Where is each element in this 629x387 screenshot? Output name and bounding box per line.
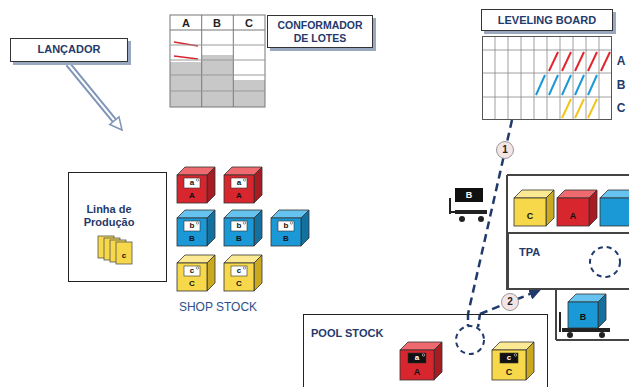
grid-line <box>534 36 535 120</box>
launcher-box: LANÇADOR <box>10 38 128 62</box>
kanban-slash <box>562 52 571 71</box>
grid-line <box>482 97 612 98</box>
kanban-slash <box>575 75 584 95</box>
container-box <box>224 210 262 246</box>
container-box <box>177 167 215 203</box>
container-box <box>568 294 606 328</box>
item-letter: A <box>236 192 242 200</box>
kanban-slash <box>549 75 558 95</box>
grid-line <box>482 73 612 74</box>
pool-stock-slot <box>456 314 484 354</box>
grid-line <box>560 36 561 120</box>
kanban-slash <box>575 99 584 118</box>
container-box <box>600 190 629 226</box>
production-line-box: Linha de Produção <box>68 172 167 282</box>
item-letter: B <box>213 18 221 29</box>
item-letter: c <box>122 252 126 260</box>
item-letter: C <box>617 102 626 114</box>
containers <box>177 167 629 380</box>
item-letter: B <box>466 191 473 200</box>
node-text: LANÇADOR <box>38 43 101 56</box>
flow-connector <box>480 290 540 314</box>
kanban-slash <box>562 99 571 118</box>
item-letter: c <box>237 267 241 275</box>
node-text: CONFORMADOR DE LOTES <box>275 19 365 44</box>
item-letter: B <box>580 313 587 322</box>
kanban-slash <box>588 75 597 95</box>
item-letter: a <box>237 179 241 187</box>
container-box <box>400 342 442 380</box>
item-letter: b <box>284 222 289 230</box>
item-letter: C <box>527 212 534 221</box>
area-label: SHOP STOCK <box>179 301 257 313</box>
grid-line <box>586 36 587 120</box>
item-letter: A <box>189 192 195 200</box>
grid-line <box>599 36 600 120</box>
item-letter: A <box>617 55 626 67</box>
item-letter: B <box>236 235 242 243</box>
callout-number: 2 <box>501 293 519 311</box>
container-box <box>492 342 534 380</box>
kanban-slash <box>562 75 571 95</box>
item-letter: A <box>570 212 577 221</box>
node-text: TPA <box>519 246 629 259</box>
grid-line <box>573 36 574 120</box>
node-text: LEVELING BOARD <box>481 9 613 31</box>
callout-number: 1 <box>496 141 514 159</box>
grid-line <box>547 36 548 120</box>
item-letter: C <box>506 368 513 377</box>
item-letter: a <box>415 354 419 362</box>
item-letter: b <box>190 222 195 230</box>
cart-with-card <box>450 188 487 222</box>
item-letter: C <box>236 280 242 288</box>
container-box <box>557 190 597 226</box>
leveling-grid <box>482 36 612 120</box>
item-letter: B <box>617 79 626 91</box>
container-box <box>514 190 554 226</box>
item-letter: b <box>237 222 242 230</box>
tpa-shelf: TPA <box>507 232 629 290</box>
container-box <box>224 255 262 291</box>
launcher-arrow <box>68 64 122 130</box>
kanban-cards <box>98 236 132 264</box>
container-box <box>224 167 262 203</box>
kanban-slash <box>575 52 584 71</box>
item-letter: A <box>182 18 190 29</box>
grid-line <box>482 50 612 51</box>
item-letter: a <box>190 179 194 187</box>
item-letter: C <box>189 280 195 288</box>
kanban-slash <box>601 52 610 71</box>
container-box <box>177 210 215 246</box>
kanban-slash <box>588 52 597 71</box>
item-letter: C <box>245 18 253 29</box>
lot-former-table <box>170 15 265 107</box>
item-letter: A <box>414 368 421 377</box>
grid-line <box>508 36 509 120</box>
leveling-board: LEVELING BOARD <box>482 36 612 120</box>
item-letter: c <box>507 354 511 362</box>
lot-former-box: CONFORMADOR DE LOTES <box>267 15 373 48</box>
item-letter: c <box>190 267 194 275</box>
grid-line <box>495 36 496 120</box>
node-text: Linha de Produção <box>73 203 145 229</box>
node-text: POOL STOCK <box>311 327 547 340</box>
kanban-slash <box>588 99 597 118</box>
container-box <box>271 210 309 246</box>
item-letter: B <box>189 235 195 243</box>
grid-line <box>521 36 522 120</box>
container-box <box>177 255 215 291</box>
kanban-slash <box>549 52 558 71</box>
item-letter: B <box>283 235 289 243</box>
kanban-slash <box>536 75 545 95</box>
